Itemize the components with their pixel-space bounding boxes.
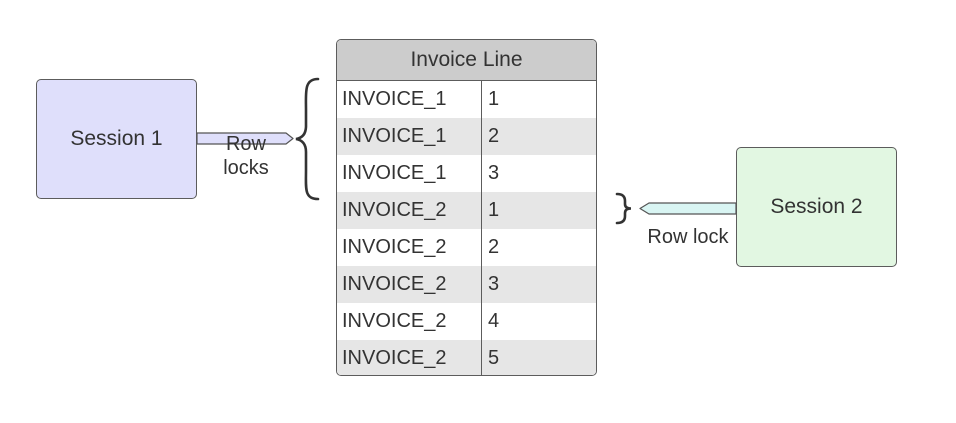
table-title: Invoice Line bbox=[410, 48, 523, 71]
session-1-box: Session 1 bbox=[36, 79, 197, 199]
invoice-cell: INVOICE_2 bbox=[337, 266, 482, 303]
invoice-cell: INVOICE_2 bbox=[337, 340, 482, 375]
table-row: INVOICE_1 2 bbox=[337, 118, 596, 155]
line-number-cell: 2 bbox=[488, 125, 500, 147]
invoice-line-table: Invoice Line INVOICE_1 1 INVOICE_1 2 INV… bbox=[336, 39, 597, 376]
line-number-cell: 3 bbox=[488, 162, 500, 184]
table-row: INVOICE_2 5 bbox=[337, 340, 596, 375]
invoice-cell: INVOICE_2 bbox=[337, 192, 482, 229]
table-row: INVOICE_2 3 bbox=[337, 266, 596, 303]
line-number-cell: 3 bbox=[488, 273, 500, 295]
table-row: INVOICE_1 1 bbox=[337, 81, 596, 118]
session-2-label: Session 2 bbox=[770, 195, 863, 218]
left-arrow bbox=[196, 132, 294, 145]
row-locks-label: Row locks bbox=[214, 132, 278, 180]
row-locks-label-line1: Row bbox=[225, 133, 266, 155]
table-header: Invoice Line bbox=[337, 40, 596, 81]
invoice-cell: INVOICE_1 bbox=[337, 81, 482, 118]
invoice-cell: INVOICE_2 bbox=[337, 229, 482, 266]
invoice-cell: INVOICE_2 bbox=[337, 303, 482, 340]
table-row: INVOICE_2 4 bbox=[337, 303, 596, 340]
right-arrow bbox=[639, 202, 737, 215]
left-curly-brace bbox=[295, 77, 320, 201]
row-lock-label: Row lock bbox=[647, 226, 729, 248]
table-row: INVOICE_2 1 bbox=[337, 192, 596, 229]
line-number-cell: 1 bbox=[488, 199, 500, 221]
invoice-cell: INVOICE_1 bbox=[337, 118, 482, 155]
invoice-cell: INVOICE_1 bbox=[337, 155, 482, 192]
table-row: INVOICE_2 2 bbox=[337, 229, 596, 266]
line-number-cell: 5 bbox=[488, 347, 500, 369]
line-number-cell: 4 bbox=[488, 310, 500, 332]
row-locks-label-line2: locks bbox=[223, 157, 269, 179]
table-row: INVOICE_1 3 bbox=[337, 155, 596, 192]
line-number-cell: 2 bbox=[488, 236, 500, 258]
right-curly-brace bbox=[615, 192, 632, 225]
session-1-label: Session 1 bbox=[70, 127, 163, 150]
line-number-cell: 1 bbox=[488, 88, 500, 110]
